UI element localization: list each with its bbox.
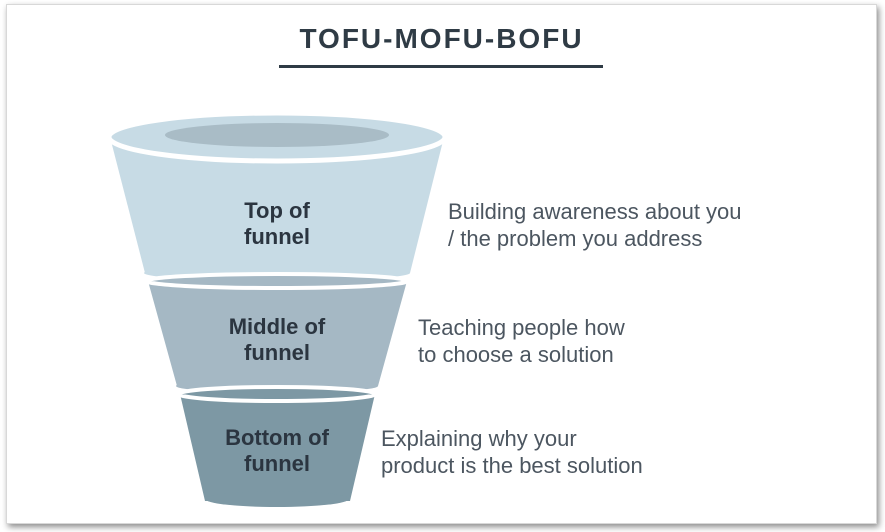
stage-label-top: Top of funnel (244, 198, 310, 249)
diagram-frame: TOFU-MOFU-BOFU Top of funnel Middle of f… (6, 4, 877, 524)
funnel-middle-top-edge (145, 272, 409, 290)
funnel-bottom-segment (180, 394, 375, 501)
stage-desc-bottom: Explaining why your product is the best … (381, 426, 643, 478)
stage-label-middle: Middle of funnel (228, 314, 326, 365)
funnel-middle-segment (148, 281, 407, 386)
funnel-top-segment (110, 137, 444, 273)
funnel-bottom-base (205, 491, 349, 507)
funnel-graphic (106, 110, 448, 507)
stage-label-bottom: Bottom of funnel (225, 425, 329, 476)
funnel-bottom-top-edge (177, 385, 377, 403)
title-underline (279, 65, 603, 68)
stage-desc-middle: Teaching people how to choose a solution (418, 315, 625, 367)
funnel-rim-opening (165, 123, 389, 147)
diagram-title: TOFU-MOFU-BOFU (299, 23, 584, 54)
stage-desc-top: Building awareness about you / the probl… (448, 199, 742, 251)
